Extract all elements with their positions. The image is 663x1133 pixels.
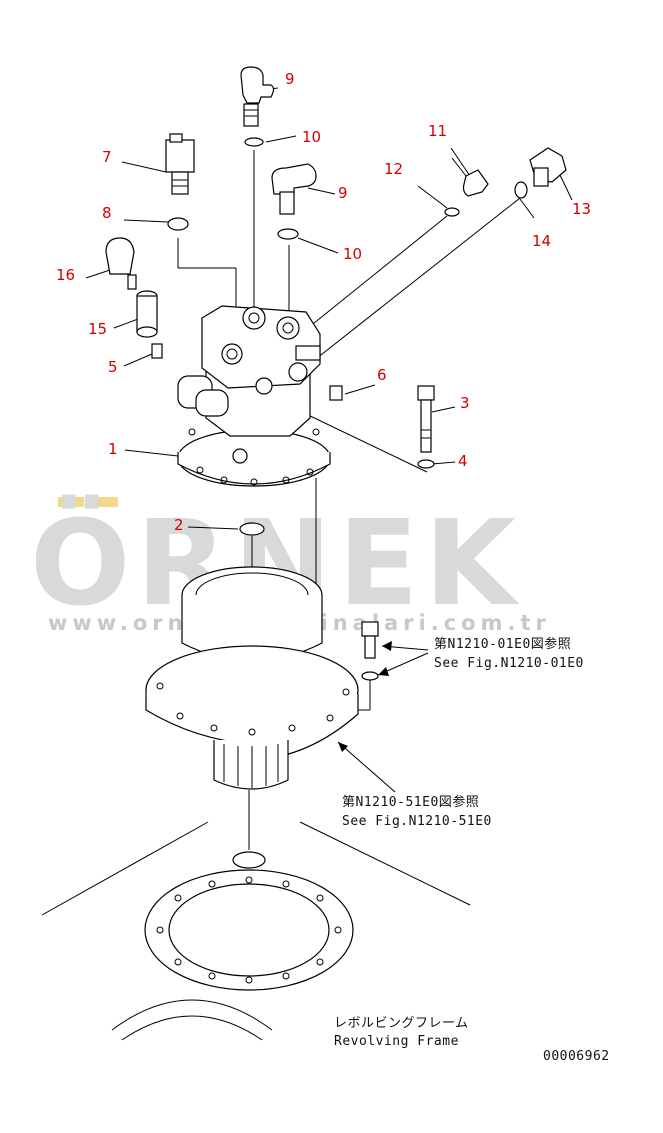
fig-ref-1-en: See Fig.N1210-01E0	[434, 656, 584, 671]
part-bolt-ref	[361, 621, 379, 681]
callout-12: 12	[384, 160, 403, 178]
part-bolt-3	[417, 385, 435, 453]
reference-notes: 第N1210-01E0図参照 See Fig.N1210-01E0 第N1210…	[334, 636, 610, 1064]
callout-7: 7	[102, 148, 112, 166]
callout-9: 9	[338, 184, 348, 202]
callout-8: 8	[102, 204, 112, 222]
part-oring-14	[514, 181, 528, 199]
part-elbow-9-top	[240, 66, 275, 127]
callout-16: 16	[56, 266, 75, 284]
callout-14: 14	[532, 232, 551, 250]
fig-ref-2-en: See Fig.N1210-51E0	[342, 814, 492, 829]
frame-label-jp: レボルビングフレーム	[334, 1016, 469, 1031]
callout-3: 3	[460, 394, 470, 412]
callout-4: 4	[458, 452, 468, 470]
part-swing-motor-1	[177, 305, 331, 487]
watermark-accent	[92, 497, 118, 507]
part-oring-10-top	[244, 137, 264, 147]
part-fitting-13	[529, 147, 567, 187]
callout-1: 1	[108, 440, 118, 458]
part-nipple-5	[151, 343, 163, 359]
callout-13: 13	[572, 200, 591, 218]
fig-ref-2-jp: 第N1210-51E0図参照	[342, 794, 479, 810]
frame-label-en: Revolving Frame	[334, 1034, 459, 1049]
revolving-frame-ring	[111, 869, 354, 1041]
fig-ref-1-jp: 第N1210-01E0図参照	[434, 636, 571, 652]
part-swing-machinery	[145, 566, 359, 790]
callout-5: 5	[108, 358, 118, 376]
callout-10: 10	[343, 245, 362, 263]
part-plug-16	[105, 237, 137, 290]
part-oring-10	[277, 228, 299, 240]
part-oring-frame	[232, 851, 266, 869]
part-sensor-7	[165, 133, 195, 195]
callout-10-top: 10	[302, 128, 321, 146]
callout-6: 6	[377, 366, 387, 384]
drawing-number: 00006962	[543, 1049, 610, 1064]
part-washer-4	[417, 459, 435, 469]
part-plug-6	[329, 385, 343, 401]
callout-numbers: 9 10 9 10 7 8 16 15 5 1 2 11 12 13 14 6 …	[56, 70, 591, 534]
callout-9-top: 9	[285, 70, 295, 88]
part-oring-12	[444, 207, 460, 217]
watermark-accent	[58, 497, 84, 507]
callout-2: 2	[174, 516, 184, 534]
callout-11: 11	[428, 122, 447, 140]
part-oring-2	[239, 522, 265, 536]
part-oring-8	[167, 217, 189, 231]
part-elbow-11	[451, 157, 489, 197]
part-pipe-15	[136, 290, 158, 338]
part-elbow-9	[271, 163, 317, 215]
callout-15: 15	[88, 320, 107, 338]
